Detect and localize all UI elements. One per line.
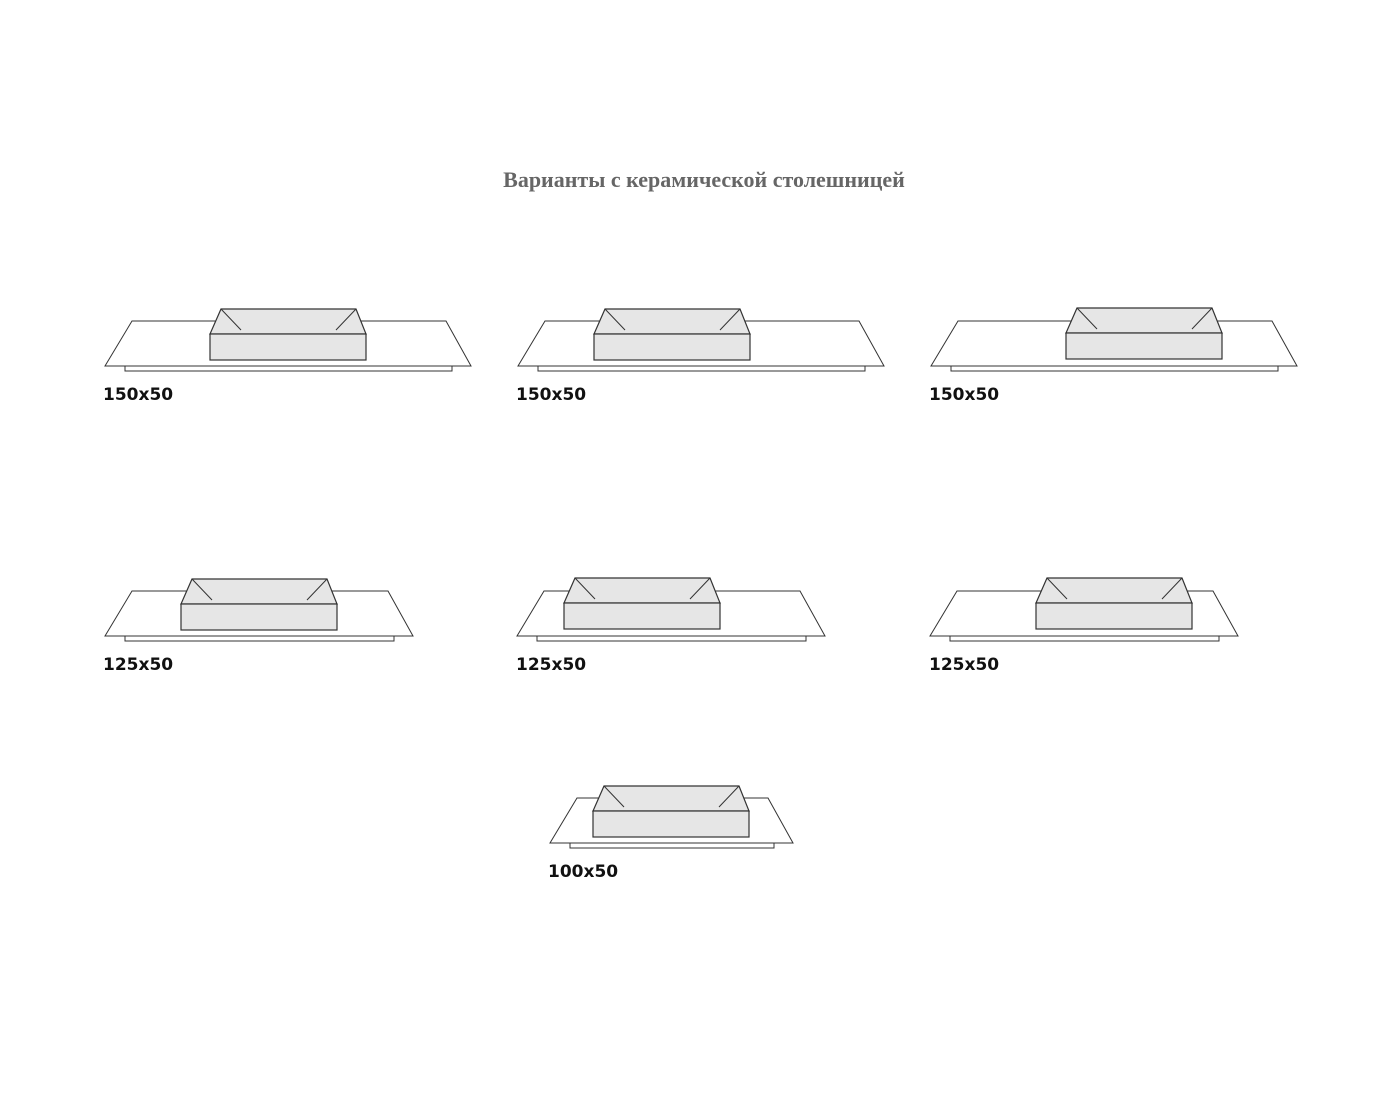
- vanity-variant: [549, 785, 794, 849]
- vanity-variant: [930, 307, 1298, 372]
- vanity-variant: [104, 308, 472, 372]
- countertop-base: [537, 366, 866, 372]
- vanity-variant: [516, 577, 826, 642]
- basin-edge-line: [574, 577, 596, 600]
- basin-edge-line: [603, 785, 625, 808]
- variant-label: 150x50: [103, 385, 174, 405]
- countertop-base: [124, 366, 453, 372]
- countertop-base: [536, 636, 807, 642]
- basin-edge-line: [335, 308, 357, 331]
- variant-label: 125x50: [103, 655, 174, 675]
- basin-edge-line: [604, 308, 626, 331]
- basin-front: [592, 810, 750, 838]
- basin-front: [1065, 332, 1223, 360]
- variant-label: 150x50: [929, 385, 1000, 405]
- basin-edge-line: [718, 785, 740, 808]
- variant-label: 100x50: [548, 862, 619, 882]
- variant-label: 150x50: [516, 385, 587, 405]
- vanity-variant: [929, 577, 1239, 642]
- basin-edge-line: [306, 578, 328, 601]
- basin-edge-line: [719, 308, 741, 331]
- countertop-base: [950, 366, 1279, 372]
- variant-label: 125x50: [929, 655, 1000, 675]
- countertop-base: [569, 843, 775, 849]
- basin-front: [563, 602, 721, 630]
- vanity-variant: [104, 578, 414, 642]
- basin-front: [209, 333, 367, 361]
- basin-front: [1035, 602, 1193, 630]
- basin-front: [180, 603, 338, 631]
- basin-edge-line: [1076, 307, 1098, 330]
- countertop-base: [949, 636, 1220, 642]
- basin-edge-line: [191, 578, 213, 601]
- basin-edge-line: [689, 577, 711, 600]
- basin-edge-line: [220, 308, 242, 331]
- basin-front: [593, 333, 751, 361]
- vanity-variant: [517, 308, 885, 372]
- countertop-base: [124, 636, 395, 642]
- basin-edge-line: [1161, 577, 1183, 600]
- basin-edge-line: [1191, 307, 1213, 330]
- variant-label: 125x50: [516, 655, 587, 675]
- page-title: Варианты с керамической столешницей: [503, 167, 905, 192]
- basin-edge-line: [1046, 577, 1068, 600]
